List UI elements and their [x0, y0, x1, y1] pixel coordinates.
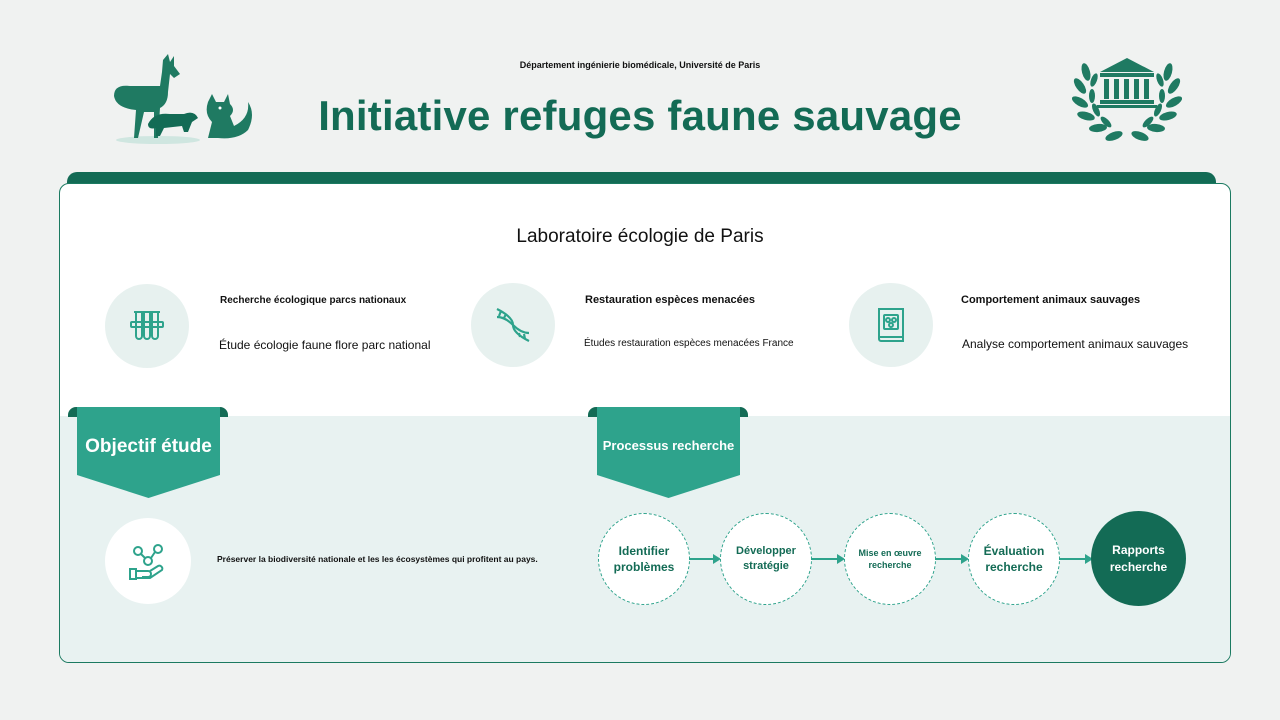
- process-step-1: Identifier problèmes: [598, 513, 690, 605]
- process-ribbon: [597, 407, 740, 498]
- feature-desc-behavior: Analyse comportement animaux sauvages: [962, 337, 1189, 351]
- process-step-3: Mise en œuvre recherche: [844, 513, 936, 605]
- feature-heading-parks: Recherche écologique parcs nationaux: [220, 295, 407, 306]
- test-tubes-icon: [105, 284, 189, 368]
- department-label: Département ingénierie biomédicale, Univ…: [519, 60, 761, 70]
- process-step-3-label: Mise en œuvre recherche: [858, 547, 922, 570]
- dna-icon: [471, 283, 555, 367]
- university-emblem-icon: [1072, 58, 1182, 141]
- feature-heading-behavior: Comportement animaux sauvages: [961, 294, 1141, 306]
- process-step-2: Développer stratégie: [720, 513, 812, 605]
- process-ribbon-label: Processus recherche: [602, 438, 735, 453]
- process-arrow-4: [1059, 554, 1093, 564]
- objective-text: Préserver la biodiversité nationale et l…: [217, 554, 538, 564]
- research-book-icon: [849, 283, 933, 367]
- process-step-5-label: Rapports recherche: [1109, 543, 1168, 574]
- page-title: Initiative refuges faune sauvage: [318, 92, 962, 139]
- process-step-5: Rapports recherche: [1091, 511, 1186, 606]
- process-step-4: Évaluation recherche: [968, 513, 1060, 605]
- molecule-hand-icon: [105, 518, 191, 604]
- objective-ribbon: [77, 407, 220, 498]
- process-step-4-label: Évaluation recherche: [983, 543, 1045, 574]
- process-step-2-label: Développer stratégie: [736, 545, 796, 572]
- wildlife-animals-icon: [114, 54, 252, 144]
- objective-ribbon-label: Objectif étude: [85, 436, 212, 457]
- process-step-1-label: Identifier problèmes: [613, 543, 675, 574]
- process-arrow-1: [689, 554, 721, 564]
- feature-desc-parks: Étude écologie faune flore parc national: [219, 338, 431, 352]
- process-arrow-3: [935, 554, 969, 564]
- feature-heading-species: Restauration espèces menacées: [585, 294, 755, 306]
- process-arrow-2: [811, 554, 845, 564]
- lab-title: Laboratoire écologie de Paris: [516, 226, 764, 247]
- feature-desc-species: Études restauration espèces menacées Fra…: [584, 338, 794, 349]
